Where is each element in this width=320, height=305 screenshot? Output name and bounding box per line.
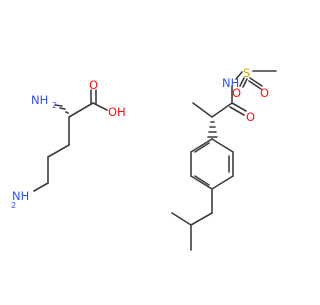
bond-delta-epsilon [33,182,49,192]
bond-n-s [235,71,243,80]
lysine-terminal-amine-subscript: 2 [11,201,16,210]
bond-alpha-carboxyl [68,102,94,118]
sulfur-label: S [243,66,250,80]
molecule-diagram: NH 2 O OH NH 2 [11,66,277,251]
lysine-terminal-amine-label: NH [12,189,29,203]
amide-oxygen-label: O [246,110,255,124]
sulfonamide-stereo-wedge [207,121,218,138]
lysine-amine-subscript: 2 [52,101,57,110]
lysine-carbonyl-oxygen-label: O [89,78,98,92]
sulfonyl-oxygen-left-label: O [232,86,241,100]
bond-amide-double-b [229,106,245,116]
bond-carbonyl-chiral [211,102,233,118]
bond-amide-double-a [231,102,247,112]
lysine-hydroxyl-label: OH [108,105,126,119]
bond-s-o-right-b [248,80,262,90]
sulfonyl-oxygen-right-label: O [260,86,269,100]
sulfonamide-nh-label: NH [222,76,239,90]
lysine-stereo-wedge [54,104,69,114]
bond-s-o-left-b [242,78,248,88]
bond-ch-methyl-up [171,212,192,226]
bond-s-o-right [249,77,263,87]
lysine-structure: NH 2 O OH NH 2 [11,78,126,210]
structure-canvas: NH 2 O OH NH 2 [11,66,277,251]
lysine-amine-label: NH [31,93,48,107]
benzene-ring [190,138,234,190]
bond-carboxyl-oh [92,102,108,111]
bond-chiral-methyl [192,102,213,118]
sulfonamide-structure: NH S O O O [171,66,277,251]
bond-ch2-ch [190,212,213,226]
bond-s-o-left [239,77,245,87]
bond-beta-gamma [47,144,70,158]
